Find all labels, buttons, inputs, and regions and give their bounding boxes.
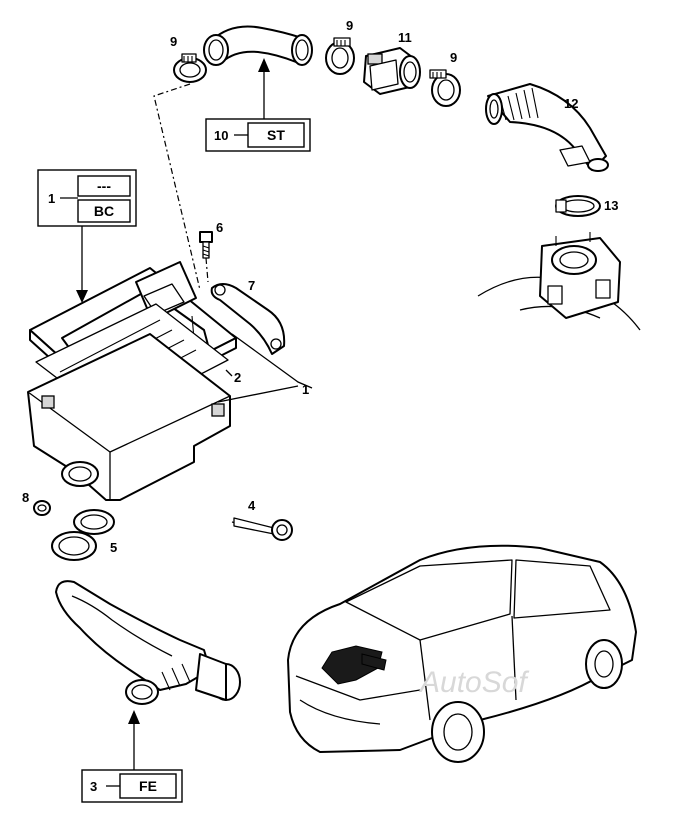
label-part-9-a: 9 [170,34,177,49]
label-part-11: 11 [398,30,412,45]
label-part-6: 6 [216,220,223,235]
label-part-5: 5 [110,540,117,555]
bolt-part-6 [199,231,213,259]
callout-st-number: 10 [214,128,228,143]
watermark: AutoSof [418,666,529,699]
seal-part-5 [51,509,115,561]
throttle-body [477,232,641,331]
callout-st: 10 ST [205,58,311,152]
intake-bellows-part-12 [485,83,609,172]
label-part-9-c: 9 [450,50,457,65]
intake-duct-part-3 [55,580,241,705]
callout-fe-number: 3 [90,779,97,794]
callout-bc-code: BC [94,203,114,219]
grommet-part-8 [33,500,51,516]
callout-fe-code: FE [139,778,157,794]
label-part-4: 4 [248,498,256,513]
label-part-1: 1 [302,382,309,397]
label-part-12: 12 [564,96,578,111]
intake-hose-part-10 [203,25,313,66]
car-illustration [287,544,637,763]
air-filter-housing-part-1 [27,261,237,501]
label-part-8: 8 [22,490,29,505]
callout-bc-number: 1 [48,191,55,206]
clamp-part-9-b [325,37,355,75]
mass-airflow-sensor-part-11 [363,47,421,95]
label-part-9-b: 9 [346,18,353,33]
label-part-7: 7 [248,278,255,293]
callout-fe: 3 FE [81,710,183,803]
part-labels: 1 2 4 5 6 7 8 9 9 9 11 12 13 [22,18,618,555]
callout-bc-top-code: --- [97,178,111,194]
screw-part-4 [231,517,293,541]
label-part-13: 13 [604,198,618,213]
bracket-part-7 [210,283,286,355]
callout-st-code: ST [267,127,285,143]
clamp-part-9-c [429,69,461,107]
label-part-2: 2 [234,370,241,385]
clamp-part-9-a [173,53,207,83]
clamp-part-13 [555,195,601,217]
callout-bc: 1 --- BC [37,169,137,303]
